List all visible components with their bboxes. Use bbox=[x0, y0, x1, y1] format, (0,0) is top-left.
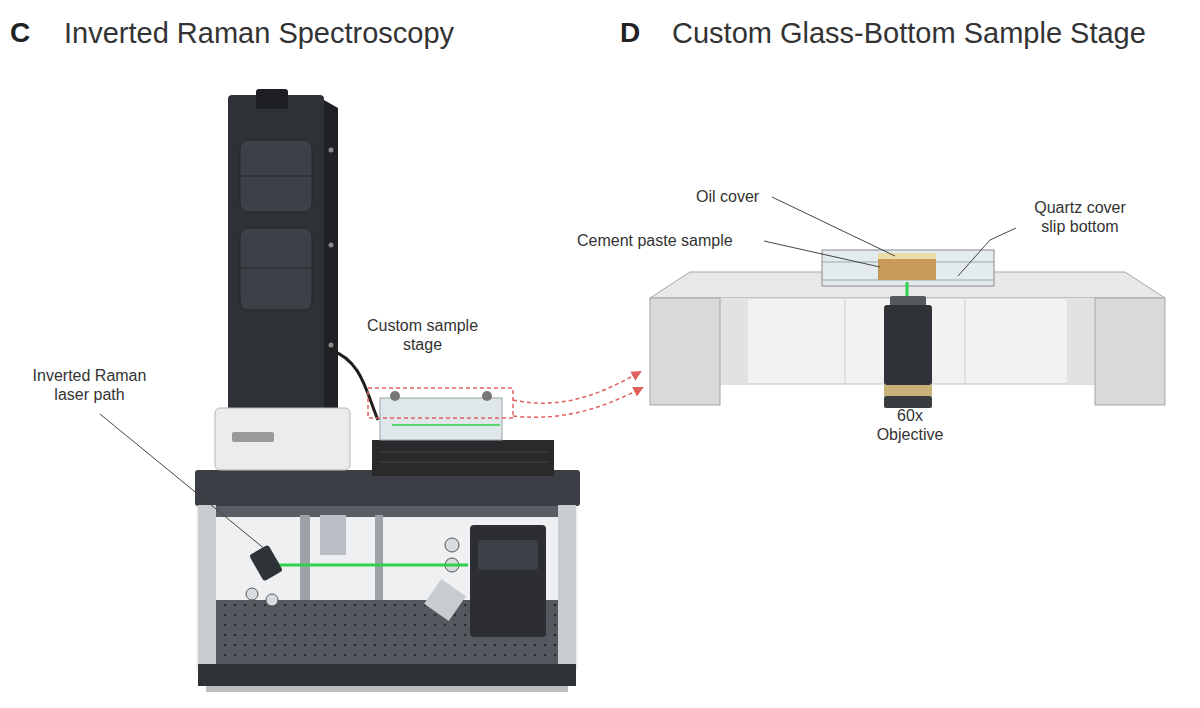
table-leg bbox=[198, 505, 216, 670]
microscope-cap bbox=[256, 89, 288, 109]
objective-thread bbox=[884, 396, 932, 408]
microscope-side bbox=[324, 100, 338, 413]
wall-seam bbox=[965, 298, 966, 384]
part-label: Custom sample stage bbox=[355, 316, 490, 354]
sample-holder bbox=[822, 250, 994, 286]
stage-inner-side bbox=[720, 298, 748, 384]
stage-leg bbox=[650, 298, 720, 405]
zoom-arrow bbox=[513, 372, 640, 403]
zoom-box bbox=[368, 388, 513, 418]
part-label: Oil cover bbox=[696, 187, 786, 206]
table-foot bbox=[206, 686, 568, 692]
laser-beam bbox=[262, 564, 468, 567]
cement-sample bbox=[878, 259, 936, 280]
stage-screw bbox=[482, 391, 492, 401]
screw bbox=[329, 148, 334, 153]
stage-closeup bbox=[650, 197, 1165, 408]
mirror-mount bbox=[249, 545, 283, 582]
objective-body bbox=[884, 305, 932, 385]
part-label: 60x Objective bbox=[870, 406, 950, 444]
panel-letter: D bbox=[620, 16, 660, 50]
objective-band bbox=[884, 385, 932, 396]
stage-screw bbox=[390, 391, 400, 401]
raman-instrument bbox=[100, 89, 642, 692]
part-label: Inverted Raman laser path bbox=[22, 366, 157, 404]
optic-tube bbox=[320, 515, 346, 555]
mirror-mount bbox=[424, 579, 466, 621]
stage-leg bbox=[1095, 298, 1165, 405]
screw bbox=[329, 343, 334, 348]
zoom-arrow bbox=[513, 388, 642, 417]
support-post bbox=[300, 515, 310, 603]
wall-seam bbox=[845, 298, 846, 384]
panel-title: Custom Glass-Bottom Sample Stage bbox=[672, 16, 1200, 51]
stage-ridge bbox=[380, 452, 548, 453]
mirror-knob bbox=[445, 538, 459, 552]
mirror-knob bbox=[246, 588, 258, 600]
stage-ridge bbox=[380, 462, 548, 463]
table-interior bbox=[196, 505, 578, 670]
laser-module-panel bbox=[478, 540, 538, 570]
microscope-body bbox=[228, 95, 324, 413]
objective-tip bbox=[890, 296, 926, 306]
support-post bbox=[375, 515, 383, 603]
mirror-knob bbox=[266, 594, 278, 606]
housing-seam bbox=[240, 268, 312, 269]
panel-title: Inverted Raman Spectroscopy bbox=[64, 16, 564, 51]
lens-housing bbox=[240, 140, 312, 212]
cable bbox=[330, 350, 378, 420]
table-leg bbox=[558, 505, 576, 670]
leader-line bbox=[100, 414, 266, 550]
glass-stage bbox=[380, 398, 502, 440]
stage-plate bbox=[372, 440, 554, 476]
table-base bbox=[198, 664, 576, 686]
stage-inner-side bbox=[1067, 298, 1095, 384]
microscope-base bbox=[215, 408, 350, 470]
laser-module bbox=[470, 525, 546, 637]
table-underside bbox=[216, 505, 558, 517]
panel-letter: C bbox=[10, 16, 50, 50]
screw bbox=[329, 243, 334, 248]
stage-beam bbox=[392, 424, 500, 426]
part-label: Cement paste sample bbox=[577, 231, 767, 250]
lens-housing bbox=[240, 228, 312, 310]
leader-line bbox=[958, 228, 1016, 276]
oil-layer bbox=[878, 253, 936, 259]
housing-seam bbox=[240, 176, 312, 177]
part-label: Quartz cover slip bottom bbox=[1020, 198, 1140, 236]
base-slot bbox=[232, 432, 274, 442]
stage-inner-wall bbox=[720, 298, 1095, 384]
leader-line bbox=[764, 241, 880, 267]
